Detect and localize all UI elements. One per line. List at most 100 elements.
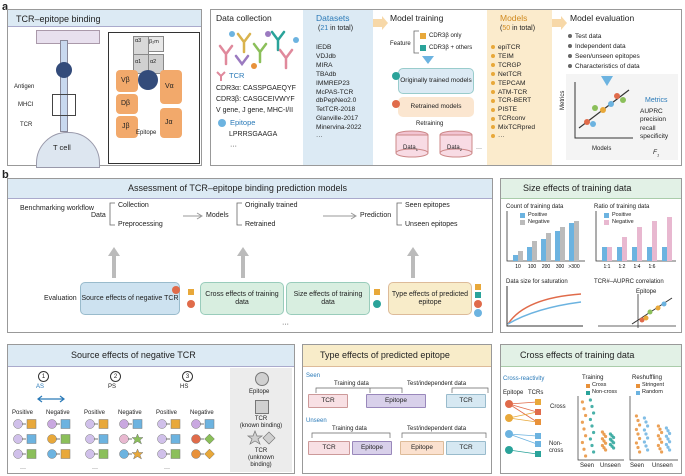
collection-ellipsis: ··· (230, 143, 237, 150)
size-effects-title: Size effects of training data (523, 183, 632, 193)
pos-tcr-0 (170, 419, 181, 429)
pos-epitope-1 (85, 434, 95, 444)
tcr-label-a: TCR (20, 122, 33, 128)
strip-unseen-1: Unseen (600, 463, 621, 469)
cdr3b-others-label: CDR3β + others (429, 45, 473, 51)
arrow-to-evaluation (552, 16, 567, 30)
cross-effects-panel (500, 344, 682, 474)
arrow-to-training (373, 16, 388, 30)
strip-pt-1-7 (590, 443, 594, 448)
cross-effects-title: Cross effects of training data (520, 350, 635, 360)
chart1-neg-bar-3 (560, 227, 565, 261)
data-label: Data (91, 212, 106, 219)
model-item-3: NetTCR (491, 71, 535, 80)
assessment-ellipsis: ··· (282, 321, 289, 328)
neg-tcr-diamond-1 (204, 433, 215, 445)
epitope-label-b: Epitope (230, 118, 256, 127)
strip-pt-2-3 (600, 437, 604, 441)
cross-dot-1 (187, 300, 195, 308)
strip-pt-0-0 (580, 400, 584, 404)
cross-sq-1 (188, 289, 194, 295)
strip-pt-1-4 (590, 424, 594, 428)
pos-tcr-1 (170, 434, 181, 444)
metric-item-1: precision (640, 116, 667, 124)
source-ellipsis: ··· (92, 466, 98, 472)
binding-title: TCR–epitope binding (16, 14, 101, 24)
source-ellipsis: ··· (164, 466, 170, 472)
source-group-number: 3 (182, 371, 193, 382)
eval-box-text-0: Source effects of negative TCR (81, 294, 179, 302)
type-effects-title: Type effects of predicted epitope (320, 350, 450, 360)
neg-epitope-0 (119, 419, 129, 429)
source-effects-panel (7, 344, 295, 474)
eval-box-text-2: Size effects of training data (293, 290, 363, 306)
pos-epitope-0 (157, 419, 167, 429)
pos-epitope-2 (85, 449, 95, 459)
strip-pt-2-7 (602, 446, 606, 450)
negative-label: Negative (46, 410, 70, 416)
strip-pt-6-2 (660, 430, 664, 435)
chart2-xtick-3: 1:6 (649, 264, 656, 270)
resh-random-swatch (636, 391, 640, 395)
box-type-effects: Type effects of predicted epitope (388, 282, 472, 315)
data1-label: Data1 (403, 145, 418, 153)
preprocessing-step: Preprocessing (118, 221, 163, 228)
strip-pt-6-7 (658, 447, 662, 451)
strip-pt-7-3 (664, 434, 668, 438)
training-label-b: Training (582, 375, 604, 381)
type-dot-2 (474, 309, 482, 317)
size-effects-panel (500, 178, 682, 333)
strip-pt-6-8 (660, 450, 664, 454)
epitope-label-a: Epitope (136, 130, 157, 136)
chart2-neg-bar-1 (622, 237, 627, 261)
dataset-item-4: IMMREP23 (316, 79, 350, 87)
type-seen: Seen (306, 373, 321, 379)
strip-pt-5-5 (646, 436, 650, 440)
dataset-item-3: TBAdb (316, 70, 337, 78)
train-noncross-label: Non-cross (592, 389, 618, 395)
eval-box-text-3: Type effects of predicted epitope (391, 290, 469, 306)
chart1-neg-bar-1 (532, 241, 537, 261)
eval-triangle-icon (601, 76, 613, 86)
cdr3b: CDR3β: CASGCEIVWYF (216, 96, 295, 103)
strip-seen-2: Seen (630, 463, 645, 469)
model-item-6: TCR-BERT (491, 97, 535, 106)
metric-item-3: specificity (640, 132, 669, 140)
chart1-xtick-0: 10 (515, 264, 521, 270)
neg-tcr-2 (60, 449, 71, 459)
strip-pt-2-4 (602, 439, 606, 443)
strip-pt-5-3 (642, 428, 646, 432)
data-cylinders (395, 130, 473, 158)
collection-step: Collection (118, 202, 149, 209)
strip-pt-0-3 (580, 420, 584, 424)
dbeta-label: Dβ (121, 100, 131, 107)
unseen-brackets (311, 432, 487, 438)
strip-pt-5-7 (644, 444, 648, 448)
cross-tcrs-label: TCRs (528, 390, 544, 396)
datasets-count: (21 in total) (318, 25, 354, 32)
chart1-pos-bar-3 (555, 231, 560, 261)
source-ellipsis: ··· (20, 466, 26, 472)
strip-pt-1-0 (588, 398, 592, 402)
strip-pt-3-8 (612, 446, 616, 450)
assessment-title: Assessment of TCR–epitope binding predic… (128, 183, 347, 193)
size-sq-1 (374, 289, 380, 295)
metric-item-2: recall (640, 124, 656, 132)
pos-tcr-2 (170, 449, 181, 459)
legend-tcr-unknown-icon (246, 430, 276, 445)
strip-pt-0-4 (582, 427, 586, 431)
dataset-item-0: IEDB (316, 44, 332, 51)
type-unseen: Unseen (306, 418, 327, 424)
strip-pt-4-6 (634, 441, 638, 445)
strip-pt-1-6 (588, 437, 592, 441)
source-group-pairs (85, 419, 144, 460)
tcr-stem (60, 40, 68, 132)
type-sq-1 (475, 284, 481, 290)
source-group-pairs (13, 419, 71, 459)
neg-epitope-1 (47, 434, 57, 444)
apc-membrane (36, 30, 100, 44)
strip-pt-4-5 (638, 436, 642, 441)
correlation-plot (598, 294, 676, 328)
